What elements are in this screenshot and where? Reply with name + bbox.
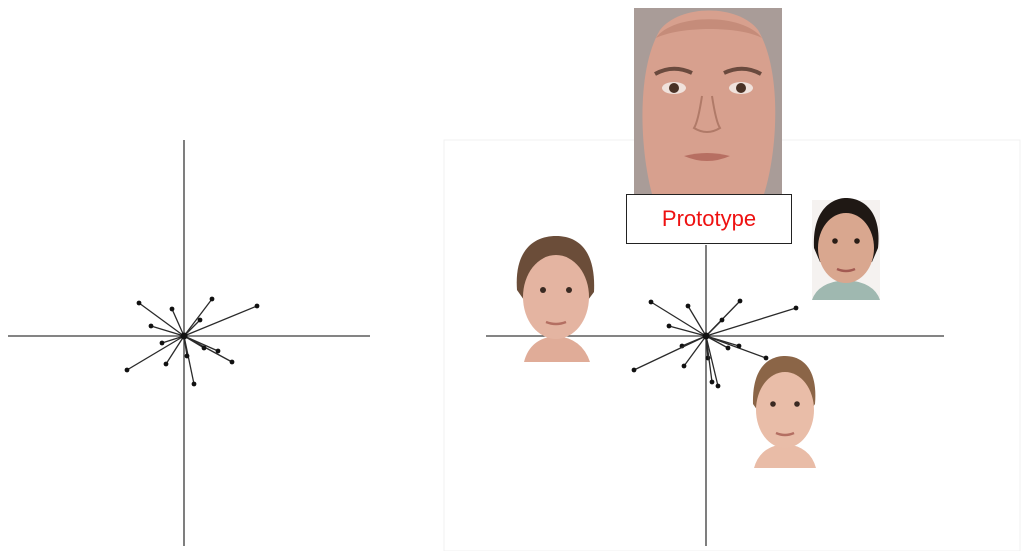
right-spoke-diagram-spoke-end-9 <box>763 355 769 361</box>
right-spoke-diagram-spoke-end-1 <box>685 303 691 309</box>
prototype-label-box: Prototype <box>626 194 792 244</box>
right-spoke-diagram-spoke-end-8 <box>715 383 721 389</box>
right-spoke-diagram-spoke-end-11 <box>736 343 742 349</box>
prototype-label: Prototype <box>661 206 757 231</box>
left-spoke-diagram-spoke-end-4 <box>254 303 260 309</box>
right-spoke-diagram-spoke-end-3 <box>666 323 672 329</box>
left-spoke-diagram-spoke-end-12 <box>184 353 190 359</box>
face-upper-right-right-eye <box>854 238 860 244</box>
right-spoke-diagram-spoke-4 <box>705 307 797 337</box>
face-lower-right-mouth <box>775 431 795 437</box>
right-spoke-diagram-spoke-10 <box>705 335 729 349</box>
right-spoke-diagram-spoke-end-2 <box>737 298 743 304</box>
left-spoke-diagram-spoke-1 <box>171 308 185 337</box>
right-spoke-diagram-spoke-11 <box>705 335 740 347</box>
left-spoke-diagram <box>8 140 370 546</box>
left-spoke-diagram-spoke-end-2 <box>209 296 215 302</box>
face-left-left-eye <box>540 287 546 293</box>
right-spoke-diagram-spoke-7 <box>683 335 707 367</box>
face-lower-right-image <box>752 356 816 468</box>
right-spoke-diagram-spoke-0 <box>650 301 707 337</box>
face-lower-right-shoulders <box>754 444 816 468</box>
left-spoke-diagram-spoke-end-8 <box>191 381 197 387</box>
left-spoke-diagram-spoke-end-7 <box>163 361 169 367</box>
face-upper-right-left-eye <box>832 238 838 244</box>
right-spoke-diagram-spoke-end-7 <box>681 363 687 369</box>
left-spoke-diagram-spoke-end-1 <box>169 306 175 312</box>
face-left-shoulders <box>524 336 590 362</box>
face-lower-right-head <box>756 372 814 448</box>
right-spoke-diagram-spoke-end-14 <box>709 379 715 385</box>
left-spoke-diagram-spoke-4 <box>183 305 258 337</box>
prototype-left-iris <box>669 83 679 93</box>
right-spoke-diagram <box>486 245 944 546</box>
prototype-right-brow <box>723 66 762 76</box>
face-lower-right-right-eye <box>794 401 800 407</box>
left-spoke-diagram-spoke-end-5 <box>159 340 165 346</box>
right-spoke-diagram-spoke-14 <box>705 335 713 383</box>
left-spoke-diagram-spoke-end-6 <box>124 367 130 373</box>
right-spoke-diagram-spoke-end-4 <box>793 305 799 311</box>
left-spoke-diagram-spoke-6 <box>126 335 185 371</box>
left-spoke-diagram-spoke-2 <box>183 298 213 337</box>
right-spoke-diagram-spoke-6 <box>633 335 707 371</box>
left-spoke-diagram-spoke-0 <box>138 302 185 337</box>
right-spoke-diagram-spoke-13 <box>705 319 723 337</box>
right-spoke-diagram-spoke-8 <box>705 335 719 387</box>
right-spoke-diagram-spoke-1 <box>687 305 707 337</box>
right-center-dot <box>702 332 710 340</box>
left-spoke-diagram-spoke-11 <box>183 335 219 352</box>
left-spoke-diagram-spoke-end-11 <box>215 348 221 354</box>
face-left-mouth <box>545 320 567 326</box>
prototype-left-brow <box>654 66 693 76</box>
face-upper-right-mouth <box>836 267 856 273</box>
prototype-face-outline <box>642 10 776 194</box>
right-spoke-diagram-spoke-3 <box>668 325 707 337</box>
left-spoke-diagram-spoke-end-10 <box>201 345 207 351</box>
right-spokes <box>631 298 799 389</box>
prototype-hairline <box>656 19 762 38</box>
right-spoke-diagram-spoke-end-10 <box>725 345 731 351</box>
right-spoke-diagram-spoke-end-13 <box>719 317 725 323</box>
prototype-right-iris <box>736 83 746 93</box>
left-spoke-diagram-spoke-end-3 <box>148 323 154 329</box>
face-left-head <box>523 255 589 339</box>
left-spoke-diagram-spoke-end-13 <box>197 317 203 323</box>
left-spoke-diagram-spoke-7 <box>165 335 185 365</box>
right-spoke-diagram-spoke-end-0 <box>648 299 654 305</box>
prototype-face-image <box>634 8 782 194</box>
face-lower-right-left-eye <box>770 401 776 407</box>
left-spoke-diagram-spoke-5 <box>161 335 185 344</box>
face-left-right-eye <box>566 287 572 293</box>
left-spokes <box>124 296 260 387</box>
left-spoke-diagram-spoke-13 <box>183 319 201 337</box>
face-upper-right-head <box>818 213 874 283</box>
left-center-dot <box>180 332 188 340</box>
left-spoke-diagram-spoke-3 <box>150 325 185 337</box>
face-upper-right-shoulders <box>812 280 880 300</box>
left-spoke-diagram-spoke-end-0 <box>136 300 142 306</box>
prototype-mouth <box>684 153 730 161</box>
face-upper-right-image <box>812 198 880 300</box>
right-spoke-diagram-spoke-end-6 <box>631 367 637 373</box>
face-left-image <box>516 236 595 362</box>
left-spoke-diagram-spoke-end-9 <box>229 359 235 365</box>
prototype-nose <box>692 95 722 133</box>
